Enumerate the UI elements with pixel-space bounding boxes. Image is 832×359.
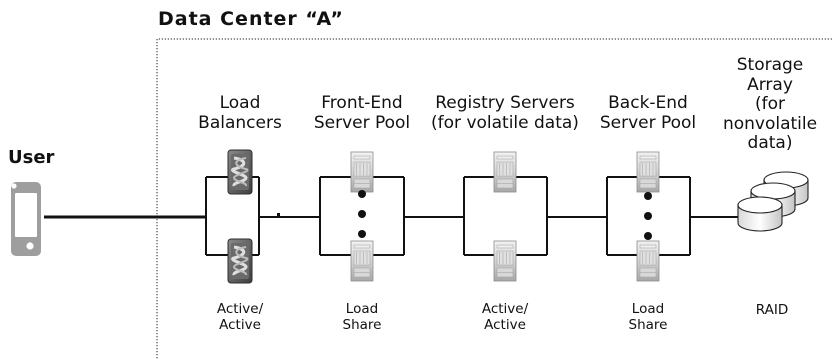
registry-mode: Active/ Active — [481, 301, 529, 333]
load-balancer-icon — [226, 148, 254, 196]
server-rack-icon — [493, 240, 517, 282]
load-balancers-mode: Active/ Active — [216, 301, 264, 333]
server-rack-icon — [350, 240, 374, 282]
front-end-header: Front-End Server Pool — [313, 93, 411, 134]
ellipsis-dots — [644, 192, 652, 240]
load-balancer-icon — [226, 237, 254, 285]
server-rack-icon — [493, 151, 517, 193]
back-end-mode: Load Share — [628, 301, 668, 333]
server-rack-icon — [636, 151, 660, 193]
user-label: User — [8, 147, 55, 168]
storage-mode: RAID — [755, 302, 789, 318]
disk-storage-icon — [737, 171, 809, 232]
ellipsis-dots — [358, 190, 366, 238]
server-rack-icon — [636, 240, 660, 282]
smartphone-icon — [11, 182, 41, 256]
server-rack-icon — [350, 151, 374, 193]
back-end-header: Back-End Server Pool — [599, 93, 697, 134]
diagram-title: Data Center “A” — [158, 8, 344, 30]
load-balancers-header: Load Balancers — [198, 93, 282, 134]
front-end-mode: Load Share — [342, 301, 382, 333]
storage-array-header: Storage Array (for nonvolatile data) — [722, 55, 818, 154]
data-center-boundary — [156, 38, 832, 359]
registry-servers-header: Registry Servers (for volatile data) — [431, 93, 579, 134]
